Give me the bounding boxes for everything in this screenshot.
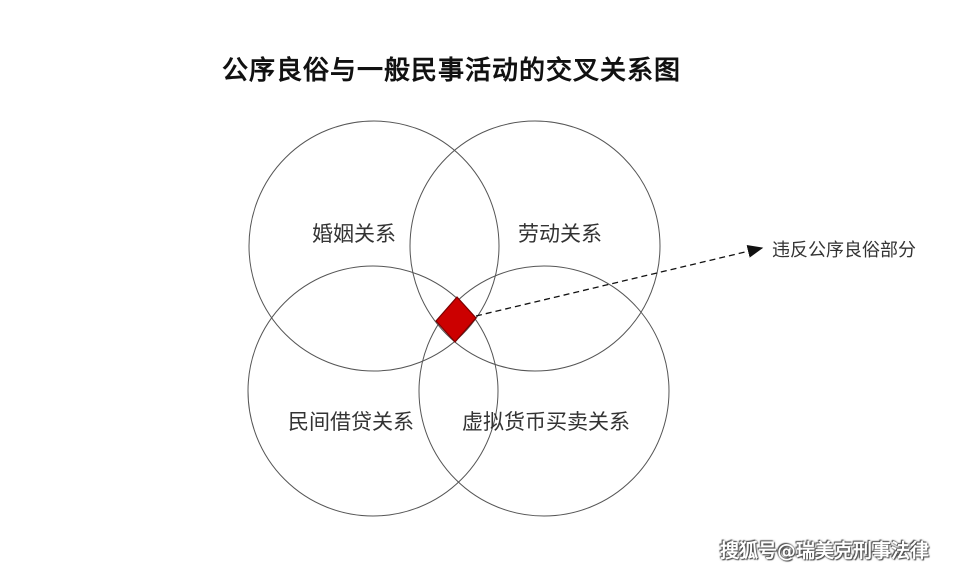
callout-label: 违反公序良俗部分 <box>772 240 916 261</box>
intersection-diamond <box>435 296 477 343</box>
circle-virtual-currency <box>418 265 670 517</box>
circle-private-lending <box>247 265 499 517</box>
callout-arrow <box>475 244 764 317</box>
diagram-title: 公序良俗与一般民事活动的交叉关系图 <box>222 56 682 86</box>
watermark: 搜狐号@瑞美克刑事法律 <box>720 540 930 562</box>
label-marriage: 婚姻关系 <box>312 222 396 246</box>
label-labor: 劳动关系 <box>518 222 602 246</box>
circle-labor <box>409 120 661 372</box>
circle-marriage <box>248 120 500 372</box>
label-private-lending: 民间借贷关系 <box>288 410 414 434</box>
label-virtual-currency: 虚拟货币买卖关系 <box>462 410 630 434</box>
